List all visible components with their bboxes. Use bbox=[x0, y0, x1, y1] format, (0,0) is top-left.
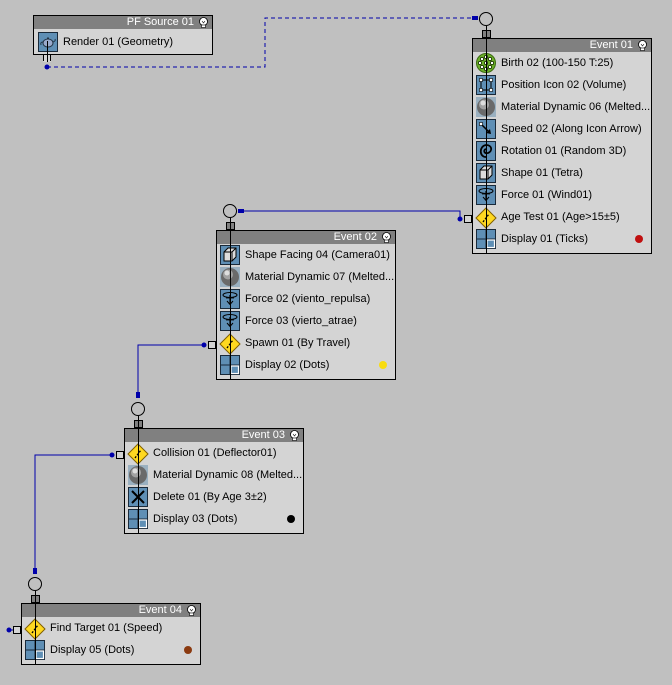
operator-rotation[interactable]: Rotation 01 (Random 3D) bbox=[473, 140, 651, 162]
node-title: Event 02 bbox=[333, 231, 377, 243]
bulb-icon[interactable] bbox=[381, 232, 392, 243]
wire-event02-to-event03[interactable] bbox=[137, 344, 204, 398]
node-title: PF Source 01 bbox=[126, 16, 194, 28]
operator-test-diamond[interactable]: Find Target 01 (Speed) bbox=[22, 617, 200, 640]
bulb-icon[interactable] bbox=[289, 430, 300, 441]
render-teapot-icon bbox=[38, 32, 58, 52]
operator-label: Birth 02 (100-150 T:25) bbox=[501, 57, 614, 69]
operator-force[interactable]: Force 01 (Wind01) bbox=[473, 184, 651, 206]
operator-material-sphere[interactable]: Material Dynamic 07 (Melted... bbox=[217, 266, 395, 288]
wire-e4-start-dot bbox=[6, 627, 12, 633]
node-header[interactable]: Event 01 bbox=[473, 39, 651, 52]
operator-position[interactable]: Position Icon 02 (Volume) bbox=[473, 74, 651, 96]
operator-display[interactable]: Display 01 (Ticks) bbox=[473, 228, 651, 250]
operator-label: Display 05 (Dots) bbox=[50, 644, 135, 656]
event01-test-output-port[interactable] bbox=[464, 215, 472, 223]
operator-label: Shape 01 (Tetra) bbox=[501, 167, 583, 179]
node-header[interactable]: PF Source 01 bbox=[34, 16, 212, 29]
operator-shape-cube[interactable]: Shape 01 (Tetra) bbox=[473, 162, 651, 184]
wire-source-arrow bbox=[472, 16, 478, 20]
event04-node[interactable]: Event 04 Find Target 01 (Speed) Display 0… bbox=[21, 603, 201, 665]
operator-material-sphere[interactable]: Material Dynamic 06 (Melted... bbox=[473, 96, 651, 118]
operator-label: Material Dynamic 08 (Melted... bbox=[153, 469, 303, 481]
operator-render[interactable]: Render 01 (Geometry) bbox=[34, 29, 212, 55]
node-header[interactable]: Event 03 bbox=[125, 429, 303, 442]
operator-shape-cube[interactable]: Shape Facing 04 (Camera01) bbox=[217, 244, 395, 266]
event02-test-output-port[interactable] bbox=[208, 341, 216, 349]
operator-force[interactable]: Force 02 (viento_repulsa) bbox=[217, 288, 395, 310]
flow-spine bbox=[47, 41, 48, 62]
operator-label: Collision 01 (Deflector01) bbox=[153, 447, 277, 459]
operator-label: Spawn 01 (By Travel) bbox=[245, 337, 351, 349]
node-title: Event 01 bbox=[589, 39, 633, 51]
operator-label: Rotation 01 (Random 3D) bbox=[501, 145, 627, 157]
bulb-icon[interactable] bbox=[186, 605, 197, 616]
operator-test-diamond[interactable]: Age Test 01 (Age>15±5) bbox=[473, 206, 651, 229]
display-color-swatch[interactable] bbox=[635, 235, 643, 243]
operator-label: Force 02 (viento_repulsa) bbox=[245, 293, 371, 305]
wire-e1-start-dot bbox=[457, 216, 463, 222]
operator-display[interactable]: Display 03 (Dots) bbox=[125, 508, 303, 530]
operator-display[interactable]: Display 05 (Dots) bbox=[22, 639, 200, 661]
operator-label: Age Test 01 (Age>15±5) bbox=[501, 211, 620, 223]
display-color-swatch[interactable] bbox=[287, 515, 295, 523]
operator-label: Force 03 (vierto_atrae) bbox=[245, 315, 357, 327]
wire-e3-arrow bbox=[33, 568, 37, 574]
operator-label: Display 01 (Ticks) bbox=[501, 233, 588, 245]
event02-input-port[interactable] bbox=[223, 204, 237, 218]
flow-spine bbox=[230, 218, 231, 380]
operator-test-diamond[interactable]: Spawn 01 (By Travel) bbox=[217, 332, 395, 355]
wire-e2-arrow bbox=[136, 392, 140, 398]
operator-display[interactable]: Display 02 (Dots) bbox=[217, 354, 395, 376]
operator-force[interactable]: Force 03 (vierto_atrae) bbox=[217, 310, 395, 332]
display-color-swatch[interactable] bbox=[379, 361, 387, 369]
bulb-icon[interactable] bbox=[637, 40, 648, 51]
operator-label: Force 01 (Wind01) bbox=[501, 189, 593, 201]
operator-test-diamond[interactable]: Collision 01 (Deflector01) bbox=[125, 442, 303, 465]
event04-test-output-port[interactable] bbox=[13, 626, 21, 634]
operator-label: Speed 02 (Along Icon Arrow) bbox=[501, 123, 642, 135]
operator-label: Display 03 (Dots) bbox=[153, 513, 238, 525]
event04-input-port[interactable] bbox=[28, 577, 42, 591]
node-title: Event 04 bbox=[138, 604, 182, 616]
event03-test-output-port[interactable] bbox=[116, 451, 124, 459]
node-header[interactable]: Event 02 bbox=[217, 231, 395, 244]
event01-input-port[interactable] bbox=[479, 12, 493, 26]
pf-source-node[interactable]: PF Source 01 Render 01 (Geometry) bbox=[33, 15, 213, 55]
operator-label: Find Target 01 (Speed) bbox=[50, 622, 163, 634]
flow-spine bbox=[35, 591, 36, 665]
display-color-swatch[interactable] bbox=[184, 646, 192, 654]
event03-input-port[interactable] bbox=[131, 402, 145, 416]
wire-source-start-dot bbox=[44, 64, 50, 70]
bulb-icon[interactable] bbox=[198, 17, 209, 28]
flow-spine bbox=[138, 416, 139, 534]
flow-spine bbox=[486, 26, 487, 254]
operator-birth[interactable]: Birth 02 (100-150 T:25) bbox=[473, 52, 651, 74]
event01-node[interactable]: Event 01 Birth 02 (100-150 T:25) Position… bbox=[472, 38, 652, 254]
node-title: Event 03 bbox=[241, 429, 285, 441]
operator-label: Material Dynamic 07 (Melted... bbox=[245, 271, 395, 283]
operator-delete-x[interactable]: Delete 01 (By Age 3±2) bbox=[125, 486, 303, 508]
event03-node[interactable]: Event 03 Collision 01 (Deflector01) Mater… bbox=[124, 428, 304, 534]
wire-e3-start-dot bbox=[109, 452, 115, 458]
operator-label: Delete 01 (By Age 3±2) bbox=[153, 491, 267, 503]
operator-label: Display 02 (Dots) bbox=[245, 359, 330, 371]
wire-e2-start-dot bbox=[201, 342, 207, 348]
operator-speed[interactable]: Speed 02 (Along Icon Arrow) bbox=[473, 118, 651, 140]
wire-event03-to-event04[interactable] bbox=[34, 454, 112, 574]
wire-e1-arrow bbox=[238, 209, 244, 213]
node-header[interactable]: Event 04 bbox=[22, 604, 200, 617]
wire-event01-to-event02[interactable] bbox=[238, 210, 461, 219]
operator-material-sphere[interactable]: Material Dynamic 08 (Melted... bbox=[125, 464, 303, 486]
operator-label: Render 01 (Geometry) bbox=[63, 36, 174, 48]
operator-label: Shape Facing 04 (Camera01) bbox=[245, 249, 390, 261]
event02-node[interactable]: Event 02 Shape Facing 04 (Camera01) Mater… bbox=[216, 230, 396, 380]
operator-label: Position Icon 02 (Volume) bbox=[501, 79, 627, 91]
operator-label: Material Dynamic 06 (Melted... bbox=[501, 101, 651, 113]
